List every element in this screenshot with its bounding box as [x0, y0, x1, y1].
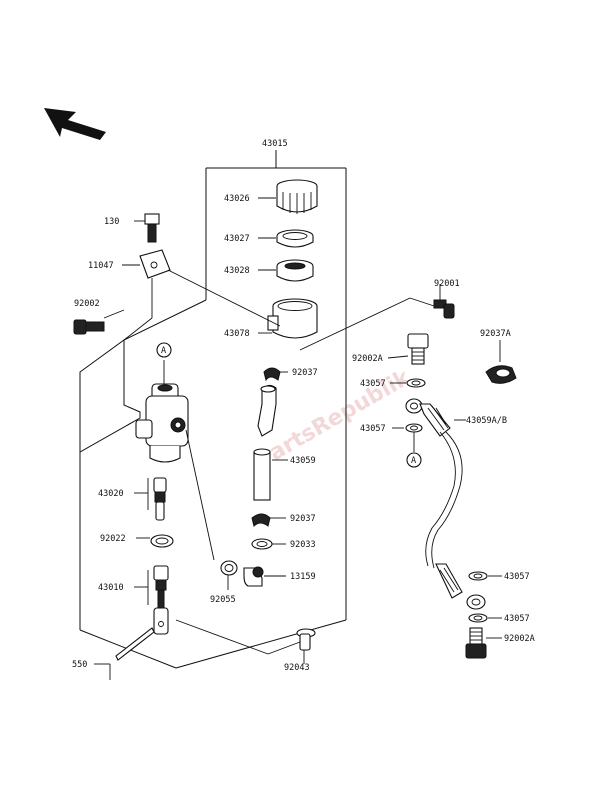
- reservoir-cap: [276, 179, 318, 214]
- label-43026: 43026: [224, 194, 250, 204]
- bolt-130: [144, 213, 160, 243]
- reservoir-hose: [253, 384, 277, 501]
- reservoir: [267, 298, 318, 339]
- circlip: [150, 534, 174, 548]
- label-92043: 92043: [284, 663, 310, 673]
- label-43078: 43078: [224, 329, 250, 339]
- label-130: 130: [104, 217, 119, 227]
- label-92037a: 92037A: [480, 329, 511, 339]
- direction-arrow-icon: [44, 108, 106, 140]
- washer-43057-c: [468, 571, 488, 581]
- master-cylinder: [79, 339, 189, 463]
- label-92001: 92001: [434, 279, 460, 289]
- assembly-outline: [79, 299, 347, 669]
- bolt-92002: [73, 319, 105, 335]
- diaphragm-plate: [276, 229, 314, 248]
- washer-43057-b: [405, 423, 423, 433]
- label-43015: 43015: [262, 139, 288, 149]
- label-92037-top: 92037: [292, 368, 318, 378]
- banjo-bolt-bottom: [465, 627, 487, 659]
- label-43057-d: 43057: [504, 614, 530, 624]
- hose-clamp-92037a: [485, 365, 517, 384]
- hose-clamp-bottom: [251, 513, 271, 527]
- reservoir-frame: [205, 150, 347, 340]
- label-43057-c: 43057: [504, 572, 530, 582]
- brake-hose: [405, 398, 486, 610]
- label-92037-bottom: 92037: [290, 514, 316, 524]
- label-92002a-top: 92002A: [352, 354, 383, 364]
- watermark: PartsRepublik: [252, 365, 416, 474]
- callout-a-top: A: [161, 346, 166, 356]
- label-92055: 92055: [210, 595, 236, 605]
- label-43059: 43059: [290, 456, 316, 466]
- o-ring: [220, 560, 238, 576]
- joint-pin: [296, 628, 316, 651]
- hose-fitting: [243, 566, 264, 587]
- callout-a-marker-top: [156, 342, 172, 358]
- callout-a-bottom: A: [411, 456, 416, 466]
- piston-kit: [153, 477, 167, 521]
- label-11047: 11047: [88, 261, 114, 271]
- label-43028: 43028: [224, 266, 250, 276]
- bracket-11047: [139, 249, 171, 279]
- cotter-pin: [115, 627, 155, 661]
- label-92002: 92002: [74, 299, 100, 309]
- diaphragm: [276, 259, 314, 282]
- label-43027: 43027: [224, 234, 250, 244]
- banjo-bolt-top: [407, 333, 429, 365]
- label-92002a-bottom: 92002A: [504, 634, 535, 644]
- label-92033: 92033: [290, 540, 316, 550]
- washer-43057-d: [468, 613, 488, 623]
- bolt-92001: [433, 299, 455, 319]
- washer-43057: [406, 378, 426, 388]
- label-43059ab: 43059A/B: [466, 416, 507, 426]
- label-43057: 43057: [360, 379, 386, 389]
- circlip-92033: [251, 538, 273, 550]
- label-43020: 43020: [98, 489, 124, 499]
- push-rod: [153, 565, 169, 635]
- label-13159: 13159: [290, 572, 316, 582]
- callout-a-marker-bottom: [406, 452, 422, 468]
- label-43010: 43010: [98, 583, 124, 593]
- label-92022: 92022: [100, 534, 126, 544]
- label-43057-b: 43057: [360, 424, 386, 434]
- hose-clamp-top: [263, 367, 281, 382]
- label-550: 550: [72, 660, 87, 670]
